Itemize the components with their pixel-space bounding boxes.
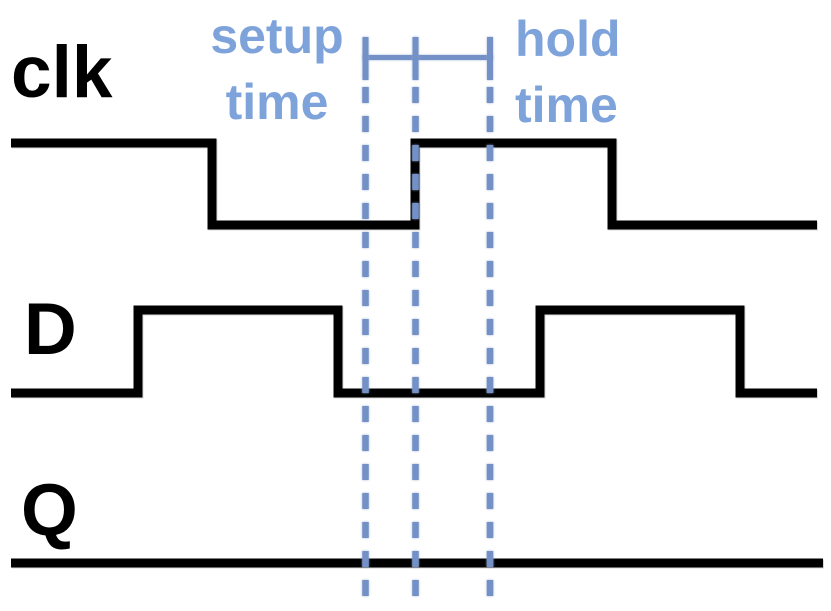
d-signal-label: D bbox=[24, 289, 77, 370]
q-signal-label: Q bbox=[21, 470, 78, 551]
hold-time-label-line1: hold bbox=[515, 11, 621, 67]
hold-time-label: hold time bbox=[515, 6, 621, 138]
d-waveform bbox=[11, 305, 817, 398]
clk-signal-label: clk bbox=[11, 32, 113, 113]
setup-time-label: setup time bbox=[187, 3, 367, 135]
setup-time-label-line1: setup bbox=[210, 8, 344, 64]
hold-time-label-line2: time bbox=[515, 77, 618, 133]
setup-time-label-line2: time bbox=[225, 74, 329, 130]
